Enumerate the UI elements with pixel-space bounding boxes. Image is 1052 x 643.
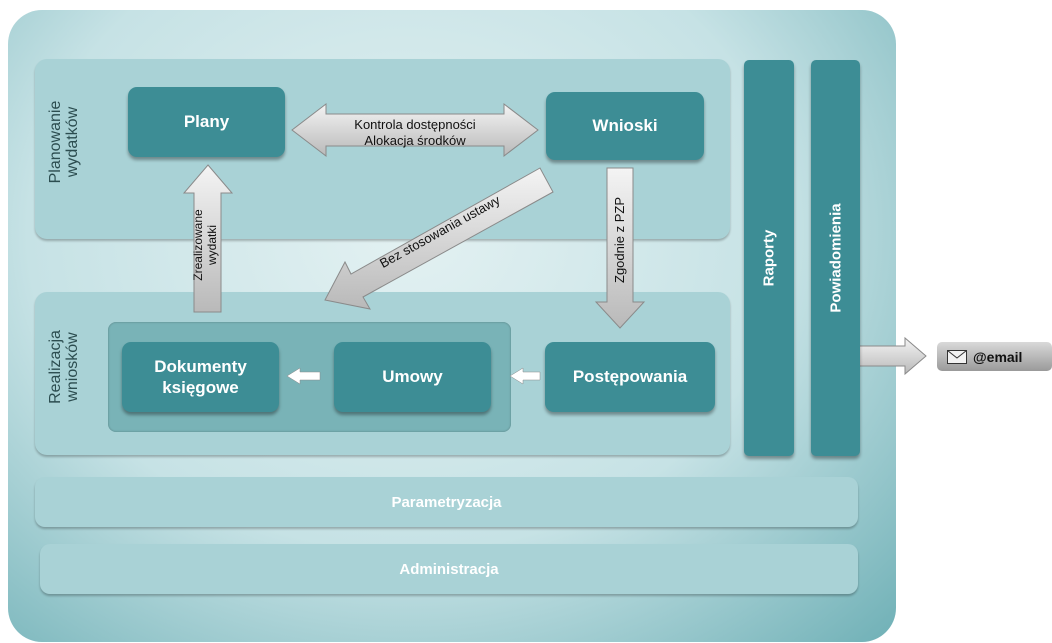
- postepowania-box[interactable]: Postępowania: [545, 342, 715, 412]
- dokumenty-line2: księgowe: [162, 378, 239, 397]
- allocation-double-arrow: [291, 102, 539, 158]
- dokumenty-ksiegowe-box[interactable]: Dokumenty księgowe: [122, 342, 279, 412]
- plany-box[interactable]: Plany: [128, 87, 285, 157]
- email-badge[interactable]: @email: [937, 342, 1052, 371]
- umowy-box[interactable]: Umowy: [334, 342, 491, 412]
- realized-expenses-label: Zrealizowane wydatki: [191, 209, 219, 281]
- wnioski-box[interactable]: Wnioski: [546, 92, 704, 160]
- postepowania-to-umowy-arrow: [509, 367, 541, 385]
- allocation-arrow-label: Kontrola dostępności Alokacja środków: [354, 117, 476, 148]
- pzp-down-arrow: [594, 167, 646, 329]
- pzp-label: Zgodnie z PZP: [612, 197, 627, 283]
- raporty-label: Raporty: [760, 229, 778, 287]
- powiadomienia-bar[interactable]: Powiadomienia: [811, 60, 860, 456]
- parametryzacja-bar[interactable]: Parametryzacja: [35, 477, 858, 527]
- envelope-icon: [947, 349, 967, 364]
- powiadomienia-label: Powiadomienia: [827, 203, 844, 313]
- administracja-bar[interactable]: Administracja: [40, 544, 858, 594]
- without-act-diagonal-arrow: [324, 167, 554, 310]
- raporty-bar[interactable]: Raporty: [744, 60, 794, 456]
- umowy-to-dokumenty-arrow: [286, 367, 321, 385]
- dokumenty-line1: Dokumenty: [154, 356, 247, 376]
- realized-expenses-up-arrow: [182, 164, 234, 313]
- email-label: @email: [973, 348, 1023, 365]
